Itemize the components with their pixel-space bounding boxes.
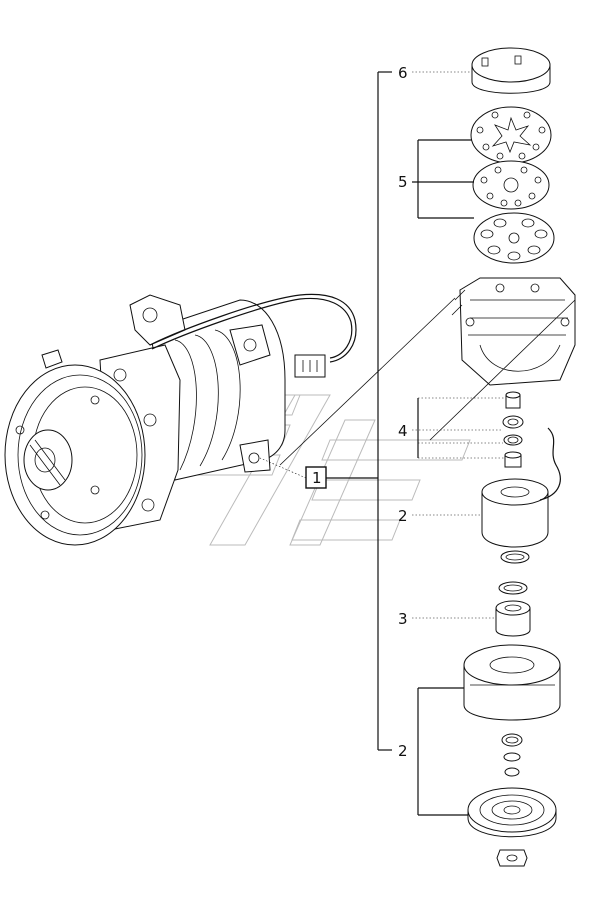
part-6-head-plate	[471, 47, 551, 94]
compressor-body-exploded	[451, 277, 576, 386]
part-2-hub-nut	[496, 849, 528, 867]
part-2-pulley	[463, 644, 561, 721]
part-2-clutch-hub	[467, 787, 557, 838]
callout-6: 6	[398, 64, 408, 82]
part-5-valve-plate-middle	[472, 160, 550, 210]
part-5-valve-plate-lower	[473, 212, 555, 264]
compressor-assembly	[4, 293, 357, 546]
part-5-valve-plate-upper	[470, 106, 552, 164]
part-2-clutch-coil	[481, 427, 561, 564]
callout-2-upper: 2	[398, 507, 408, 525]
reference-box-1: 1	[305, 466, 327, 489]
callout-4: 4	[398, 422, 408, 440]
callout-lines	[259, 71, 576, 816]
callout-5: 5	[398, 173, 408, 191]
part-2-washers	[501, 733, 523, 777]
part-3-bearing	[495, 581, 531, 637]
callout-2-lower: 2	[398, 742, 408, 760]
callout-3: 3	[398, 610, 408, 628]
part-4-bushings-seals	[502, 391, 524, 468]
reference-box-label: 1	[312, 469, 322, 487]
